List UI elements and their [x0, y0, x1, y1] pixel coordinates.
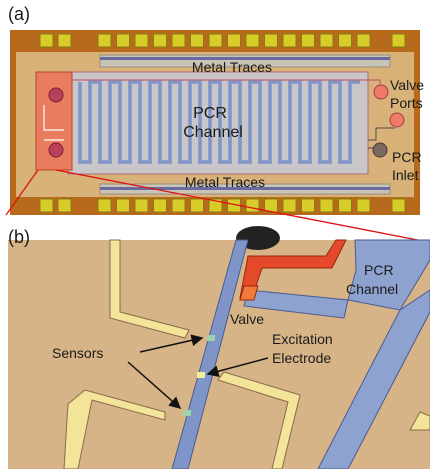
valve-dot-top	[48, 87, 64, 103]
excitation-electrode-pad	[197, 372, 205, 378]
bond-pad	[356, 198, 371, 213]
bond-pad	[301, 198, 315, 213]
bond-pad	[245, 33, 260, 48]
bond-pad	[282, 33, 297, 48]
valve-port-bottom	[389, 112, 405, 128]
bond-pad	[282, 198, 297, 213]
sensor-trace-lower-right	[217, 371, 301, 469]
bond-pad	[171, 33, 186, 48]
bond-pad	[134, 198, 149, 213]
valve-dot-bottom	[48, 142, 64, 158]
bond-pad	[208, 198, 223, 213]
bond-pad	[190, 33, 204, 48]
sensor-trace-lower-left	[63, 389, 166, 469]
sensor-arrow-upper	[139, 334, 204, 353]
pcr-channel-b-label-2: Channel	[346, 281, 398, 297]
bond-pad	[264, 198, 278, 213]
sensors-label: Sensors	[52, 345, 103, 361]
valve-port-link	[368, 127, 395, 141]
bond-pad	[116, 198, 130, 213]
pcr-inlet-port	[372, 142, 388, 158]
bond-pad	[97, 198, 112, 213]
zoom-line-left	[5, 169, 39, 216]
bond-pad	[208, 33, 223, 48]
valve-ports-label-2: Ports	[390, 95, 423, 111]
bond-pad	[356, 33, 371, 48]
bond-pad	[97, 33, 112, 48]
sensor-pad-upper	[207, 335, 215, 341]
bond-pad	[116, 33, 130, 48]
top-pad-row	[39, 33, 406, 48]
valve-ports-label-1: Valve	[390, 77, 424, 93]
bond-pad	[153, 198, 167, 213]
metal-traces-bottom-label: Metal Traces	[185, 174, 265, 190]
valve-port-line	[72, 79, 381, 86]
pcr-inlet-label-2: Inlet	[392, 167, 419, 183]
bond-pad	[153, 33, 167, 48]
bond-pad	[338, 198, 352, 213]
metal-trace-line-bottom	[100, 187, 390, 190]
excitation-label-2: Electrode	[272, 350, 331, 366]
bond-pad	[227, 33, 241, 48]
serpentine-edge	[79, 81, 360, 163]
excitation-arrow	[206, 357, 269, 378]
panel-a: (a) Metal Traces Metal Traces PCR Channe…	[5, 4, 429, 243]
valve-tip	[239, 285, 259, 301]
valve-port-top	[373, 84, 389, 100]
panel-b-label: (b)	[8, 227, 30, 247]
valve-b-label: Valve	[230, 311, 264, 327]
channel-connector	[243, 289, 349, 319]
bond-pad	[245, 198, 260, 213]
sensor-trace-upper	[109, 239, 190, 339]
bond-pad	[190, 198, 204, 213]
bond-pad	[57, 198, 72, 213]
pcr-channel-b-label-1: PCR	[364, 262, 394, 278]
block-wiring	[43, 105, 64, 141]
bond-pad	[171, 198, 186, 213]
bond-pad	[39, 198, 54, 213]
zoom-line-right	[55, 169, 429, 243]
excitation-label-1: Excitation	[272, 331, 333, 347]
bond-pad	[39, 33, 54, 48]
pcr-inlet-label-1: PCR	[392, 149, 422, 165]
sensor-trace-edge	[409, 411, 430, 431]
pcr-channel-label-1: PCR	[193, 105, 227, 122]
bond-pad	[134, 33, 149, 48]
metal-trace-line-top	[100, 57, 390, 60]
bond-pad	[319, 33, 334, 48]
bond-pad	[264, 33, 278, 48]
pcr-channel-diagonal	[317, 289, 430, 469]
sensor-pad-lower	[183, 410, 191, 416]
bond-pad	[57, 33, 72, 48]
bond-pad	[391, 198, 406, 213]
panel-a-label: (a)	[8, 4, 30, 24]
bond-pad	[301, 33, 315, 48]
bond-pad	[338, 33, 352, 48]
metal-traces-top-label: Metal Traces	[192, 59, 272, 75]
sensor-arrow-lower	[127, 361, 182, 409]
bond-pad	[319, 198, 334, 213]
bottom-pad-row	[39, 198, 406, 213]
pcr-channel-label-2: Channel	[183, 124, 243, 141]
pcr-channel-serpentine	[78, 80, 360, 164]
panel-b: (b) PCR Channel Valve Sensors Excitation…	[8, 226, 430, 469]
bond-pad	[391, 33, 406, 48]
